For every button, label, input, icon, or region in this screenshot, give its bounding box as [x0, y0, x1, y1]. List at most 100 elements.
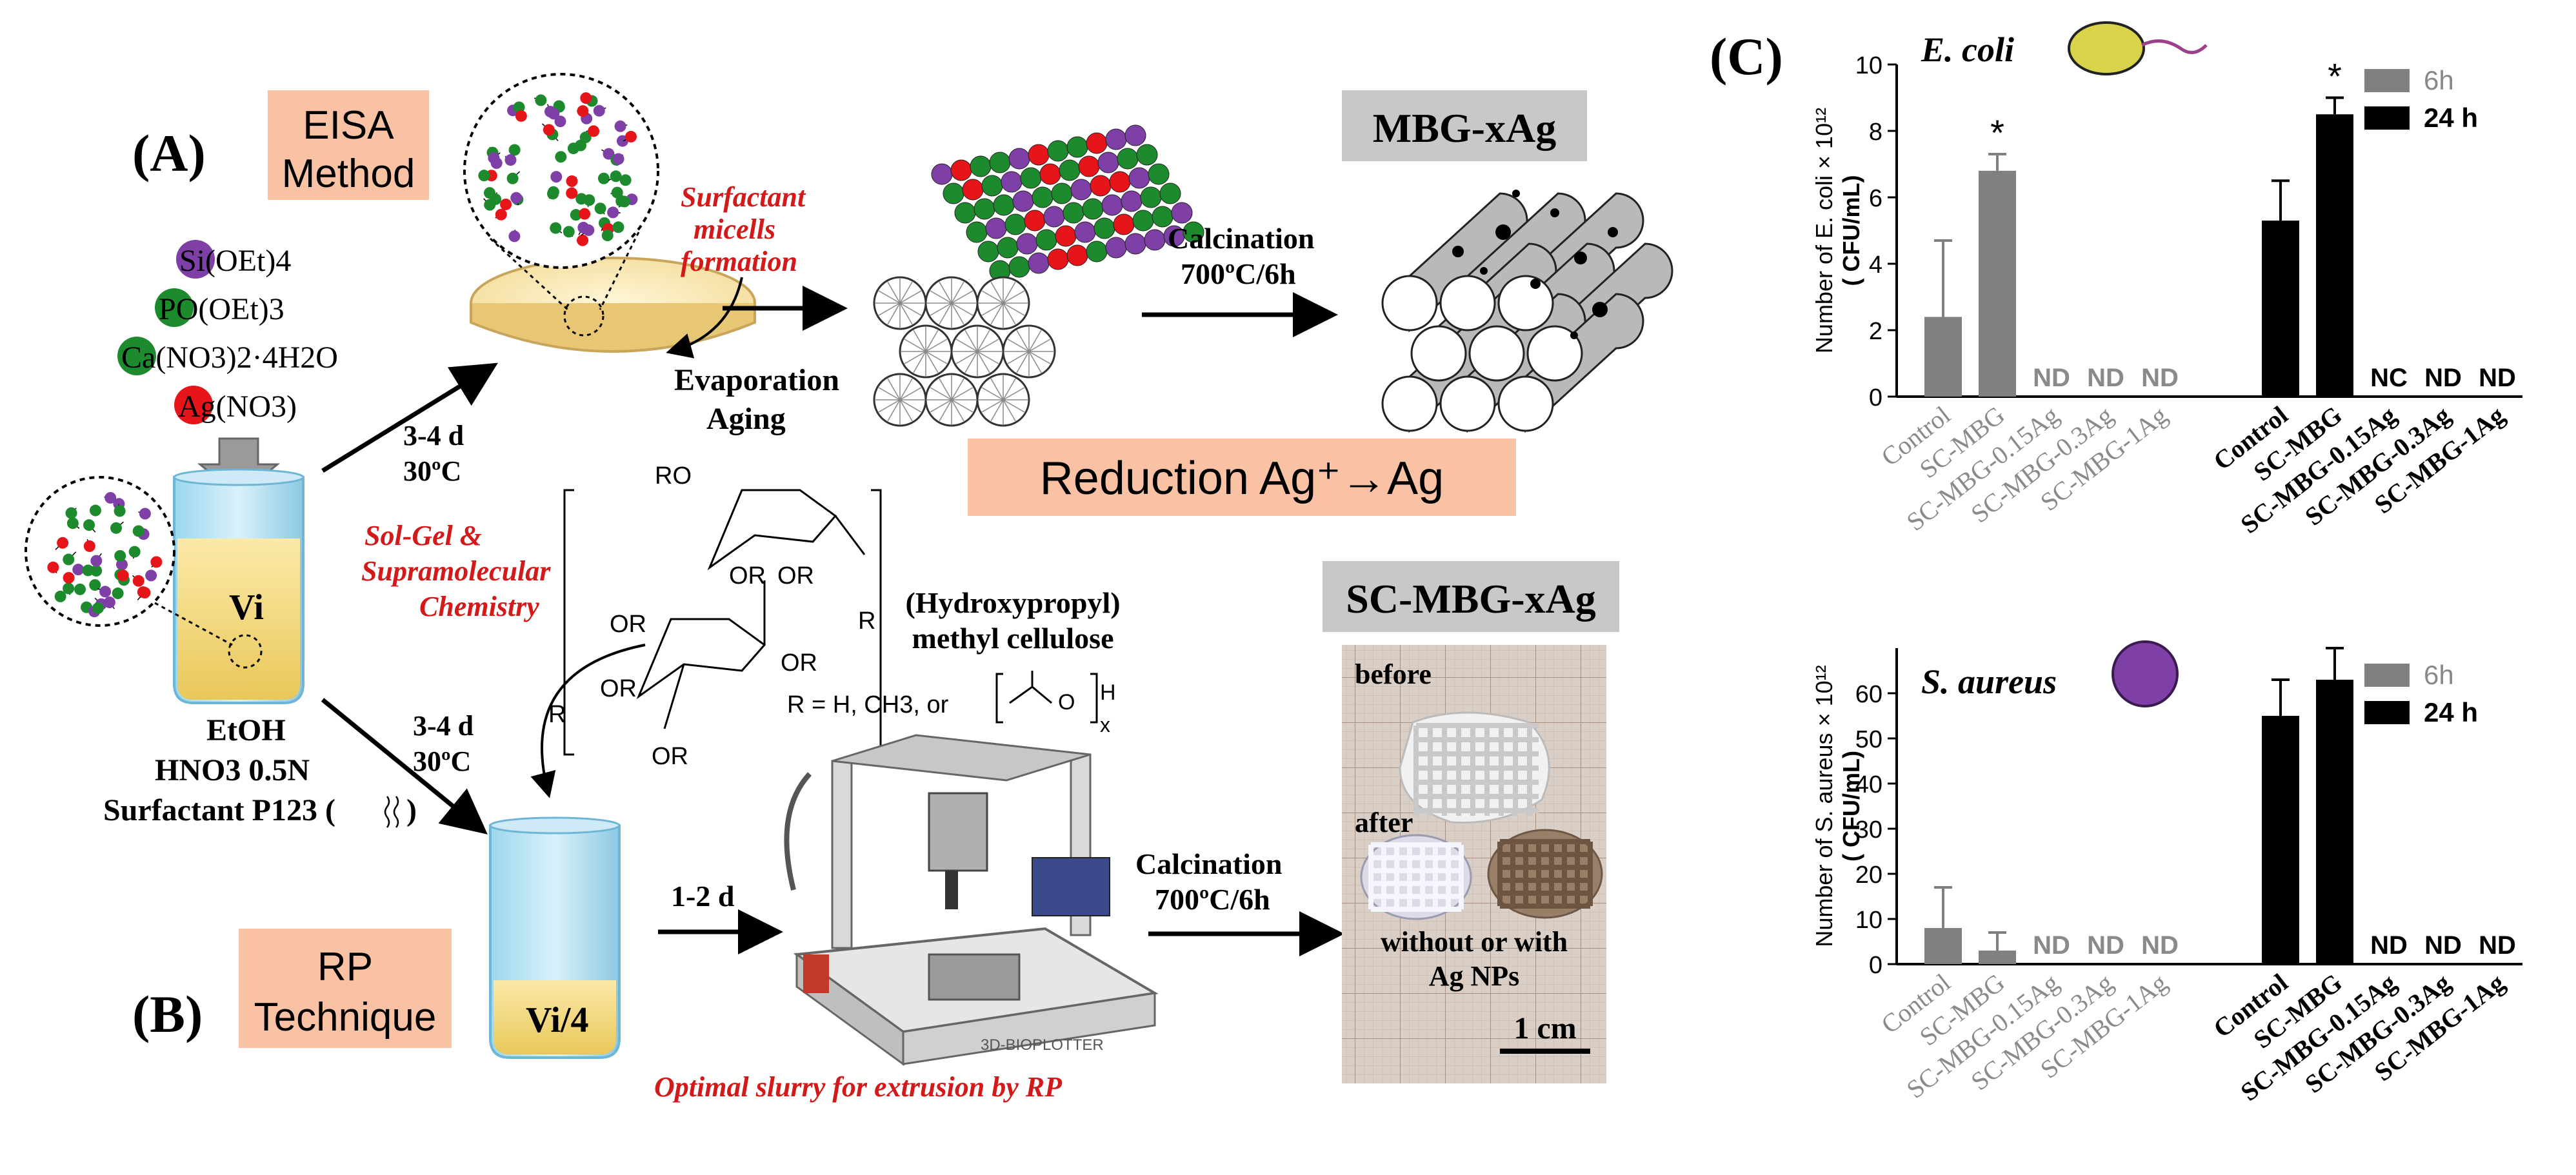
solgel-text: Sol-Gel & Supramolecular Chemistry: [361, 520, 551, 622]
solgel-line-3: Chemistry: [419, 591, 539, 622]
scaffold-before: [1399, 711, 1550, 824]
bar-data-label: ND: [2087, 931, 2124, 960]
photo-without-with: without or with: [1381, 926, 1568, 958]
scaffold-photo: before after without or with Ag NPs 1 cm: [1342, 645, 1606, 1083]
reduction-box: Reduction Ag⁺→Ag: [968, 439, 1516, 516]
legend-swatch: [2364, 106, 2410, 130]
bar: [1924, 317, 1962, 397]
scaffold-after-with-ag: [1487, 829, 1603, 919]
y-axis-label: Number of E. coli × 10¹²: [1811, 108, 1837, 353]
hpmc-structure: RO OR OR OR OR OR OR R R n: [548, 462, 900, 773]
photo-ag-nps: Ag NPs: [1429, 960, 1520, 992]
y-tick-label: 10: [1855, 52, 1882, 79]
evaporation-label: Evaporation: [674, 363, 839, 397]
mbg-xag-box: MBG-xAg: [1342, 90, 1587, 161]
chart-title: E. coli: [1921, 30, 2014, 69]
condition-a-1: 3-4 d: [403, 420, 464, 451]
condition-b-1: 3-4 d: [413, 710, 474, 742]
precursor-ca: Ca(NO3)2·4H2O: [121, 341, 338, 375]
bar-data-label: ND: [2033, 364, 2070, 392]
legend-label: 6h: [2424, 65, 2454, 95]
solvent-etoh: EtOH: [206, 713, 286, 747]
calcination-a-1: Calcination: [1168, 222, 1314, 255]
y-tick-label: 60: [1855, 681, 1882, 708]
arrow-to-dish: [321, 362, 498, 473]
chem-x: x: [1100, 713, 1110, 736]
ag-circle: [174, 386, 213, 424]
solvent-hno3: HNO3 0.5N: [155, 753, 310, 787]
beaker-vi4: Vi/4: [489, 816, 621, 1059]
y-tick-label: 8: [1869, 119, 1882, 146]
y-axis-unit: ( CFU/mL): [1838, 175, 1864, 286]
hpmc-line-2: methyl cellulose: [912, 622, 1114, 655]
y-tick-label: 4: [1869, 252, 1882, 279]
time-label: 1-2 d: [671, 880, 735, 913]
mbg-xag-label: MBG-xAg: [1373, 105, 1556, 151]
precursor-list: Si(OEt)4 PO(OEt)3 Ca(NO3)2·4H2O Ag(NO3): [117, 240, 338, 424]
chem-ro: RO: [655, 462, 692, 489]
legend-label: 6h: [2424, 660, 2454, 690]
bar-data-label: ND: [2370, 931, 2408, 960]
beaker-vi: Vi: [173, 468, 305, 704]
bar-data-label: ND: [2479, 931, 2516, 960]
legend-swatch: [2364, 664, 2410, 687]
solgel-line-1: Sol-Gel &: [364, 520, 482, 551]
calcination-b-2: 700ºC/6h: [1155, 883, 1270, 916]
panel-b-label: (B): [132, 985, 203, 1043]
chem-h: H: [1100, 680, 1116, 705]
bar: [1924, 928, 1962, 964]
y-tick-label: 0: [1869, 384, 1882, 411]
surfactant-squiggle-icon: [384, 796, 399, 828]
surfactant-line-1: Surfactant: [681, 181, 806, 213]
po-circle: [155, 288, 194, 327]
chem-or-2: OR: [777, 562, 814, 589]
y-tick-label: 50: [1855, 726, 1882, 753]
precursor-po: PO(OEt)3: [159, 292, 285, 326]
bar: [2262, 221, 2299, 397]
micelle-zoom-top: [463, 73, 659, 311]
y-tick-label: 30: [1855, 816, 1882, 844]
photo-before: before: [1355, 658, 1432, 690]
bar-data-label: ND: [2141, 364, 2179, 392]
mesoporous-array-colored: [873, 124, 1204, 427]
bar: [2316, 114, 2353, 397]
panel-c-label: (C): [1710, 27, 1783, 86]
y-tick-label: 2: [1869, 318, 1882, 345]
y-tick-label: 40: [1855, 771, 1882, 798]
bar: [1979, 951, 2016, 964]
chem-or-5: OR: [600, 675, 637, 702]
bar-data-label: ND: [2479, 364, 2516, 392]
legend-swatch: [2364, 701, 2410, 724]
beaker-vi-label: Vi: [229, 588, 264, 627]
surfactant-text: Surfactant micells formation: [681, 181, 806, 277]
panel-a-label: (A): [132, 124, 206, 183]
rp-label: RP: [317, 945, 373, 989]
photo-after: after: [1355, 807, 1413, 838]
chem-or-4: OR: [610, 611, 646, 638]
hpmc-label: (Hydroxypropyl) methyl cellulose R = H, …: [787, 586, 1121, 736]
rp-technique-box: RP Technique: [239, 929, 452, 1048]
legend-label: 24 h: [2424, 103, 2478, 133]
ecoli-bacterium-icon: [2068, 21, 2208, 75]
y-tick-label: 6: [1869, 185, 1882, 212]
micelle-zoom-left: [25, 476, 233, 646]
significance-star: *: [1990, 112, 2004, 153]
bar-data-label: ND: [2033, 931, 2070, 960]
slurry-label: Optimal slurry for extrusion by RP: [654, 1071, 1063, 1103]
panel-a: (A) EISA Method Si(OEt)4 PO(OEt)3 Ca(NO3…: [25, 73, 1673, 704]
chem-or-6: OR: [652, 743, 688, 770]
ca-circle: [117, 337, 156, 375]
bioplotter-icon: 3D-BIOPLOTTER: [784, 734, 1159, 1066]
chem-or-3: OR: [781, 649, 817, 676]
method-label: Method: [282, 152, 415, 196]
y-axis-label: Number of S. aureus × 10¹²: [1811, 665, 1837, 947]
aging-label: Aging: [706, 402, 786, 436]
mesoporous-array-gray: [1381, 190, 1673, 433]
bar-data-label: ND: [2141, 931, 2179, 960]
precursor-ag: Ag(NO3): [178, 390, 297, 424]
beaker-vi4-label: Vi/4: [526, 1000, 588, 1040]
